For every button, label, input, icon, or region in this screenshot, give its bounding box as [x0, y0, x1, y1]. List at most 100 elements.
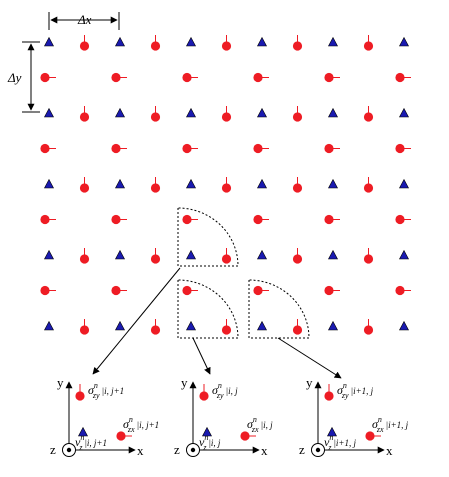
velocity-node-triangle: [44, 107, 54, 118]
stress-zy-node: [292, 177, 303, 193]
stress-zy-node: [221, 248, 232, 264]
stress-zy-node: [292, 248, 303, 264]
stress-zy-node: [150, 248, 161, 264]
velocity-node-triangle: [328, 178, 338, 189]
stress-zx-node: [40, 285, 56, 296]
velocity-node-triangle: [257, 320, 267, 331]
velocity-node-triangle: [257, 107, 267, 118]
velocity-node-triangle: [202, 426, 212, 437]
stencil-lower-right: [248, 279, 310, 339]
dy-label: Δy: [7, 70, 22, 85]
stress-zy-node: [292, 106, 303, 122]
velocity-node-triangle: [399, 36, 409, 47]
stress-zy-node: [79, 319, 90, 335]
pointer-arrow-2: [192, 337, 211, 375]
x-axis-label: x: [386, 443, 393, 458]
dx-label: Δx: [77, 12, 92, 27]
z-axis-label: z: [174, 442, 180, 457]
stress-zy-node: [363, 106, 374, 122]
stress-zy-node: [292, 319, 303, 335]
stress-zy-node: [363, 35, 374, 51]
velocity-node-triangle: [115, 36, 125, 47]
stress-zy-node: [79, 248, 90, 264]
velocity-node-triangle: [44, 249, 54, 260]
stencils: [177, 207, 310, 339]
z-axis-dot: [315, 447, 321, 453]
stencil-lower-left: [177, 279, 239, 339]
z-axis-dot: [190, 447, 196, 453]
stress-zx-node: [253, 72, 269, 83]
velocity-node-triangle: [44, 320, 54, 331]
stress-zx-node: [395, 285, 411, 296]
stress-zy-node: [150, 319, 161, 335]
stress-zy-node: [199, 384, 209, 401]
velocity-node-triangle: [328, 36, 338, 47]
stress-zy-node: [150, 35, 161, 51]
velocity-node-triangle: [186, 178, 196, 189]
z-axis-label: z: [50, 442, 56, 457]
velocity-node-triangle: [327, 426, 337, 437]
velocity-node-triangle: [328, 320, 338, 331]
velocity-node-triangle: [115, 107, 125, 118]
velocity-node-triangle: [399, 320, 409, 331]
velocity-node-triangle: [399, 178, 409, 189]
pointer-arrows: [92, 267, 342, 379]
stress-zx-node: [253, 214, 269, 225]
stress-zx-node: [40, 143, 56, 154]
stress-zx-node: [253, 143, 269, 154]
velocity-node-triangle: [186, 320, 196, 331]
velocity-node-triangle: [78, 426, 88, 437]
y-axis-label: y: [306, 375, 313, 390]
stress-zx-node: [324, 72, 340, 83]
stress-zy-node: [75, 384, 85, 401]
stress-zx-node: [111, 214, 127, 225]
stress-zy-node: [324, 384, 334, 401]
pointer-arrow-3: [277, 337, 342, 379]
stress-zx-node: [182, 214, 198, 225]
stress-zy-node: [150, 177, 161, 193]
pointer-arrow-1: [92, 267, 181, 375]
velocity-node-triangle: [44, 36, 54, 47]
stress-zy-node: [79, 35, 90, 51]
stress-zy-node: [221, 177, 232, 193]
stress-zy-node: [221, 319, 232, 335]
stress-zx-node: [116, 431, 132, 441]
stress-zx-node: [395, 214, 411, 225]
stress-zx-node: [40, 72, 56, 83]
velocity-node-triangle: [328, 107, 338, 118]
velocity-node-triangle: [257, 249, 267, 260]
z-axis-label: z: [299, 442, 305, 457]
dy-dimension: Δy: [7, 41, 40, 113]
velocity-node-triangle: [257, 36, 267, 47]
velocity-node-triangle: [399, 249, 409, 260]
stress-zx-node: [395, 143, 411, 154]
y-axis-label: y: [181, 375, 188, 390]
velocity-node-triangle: [399, 107, 409, 118]
velocity-node-triangle: [186, 36, 196, 47]
velocity-node-triangle: [115, 320, 125, 331]
grid-nodes: [40, 35, 411, 335]
stress-zx-node: [365, 431, 381, 441]
stress-zy-node: [363, 248, 374, 264]
velocity-node-triangle: [115, 249, 125, 260]
stress-zy-node: [150, 106, 161, 122]
velocity-node-triangle: [328, 249, 338, 260]
dx-dimension: Δx: [48, 12, 120, 30]
stress-zy-node: [79, 106, 90, 122]
velocity-node-triangle: [44, 178, 54, 189]
z-axis-dot: [66, 447, 72, 453]
stress-zx-node: [324, 143, 340, 154]
stress-zx-node: [240, 431, 256, 441]
stress-zx-node: [182, 143, 198, 154]
